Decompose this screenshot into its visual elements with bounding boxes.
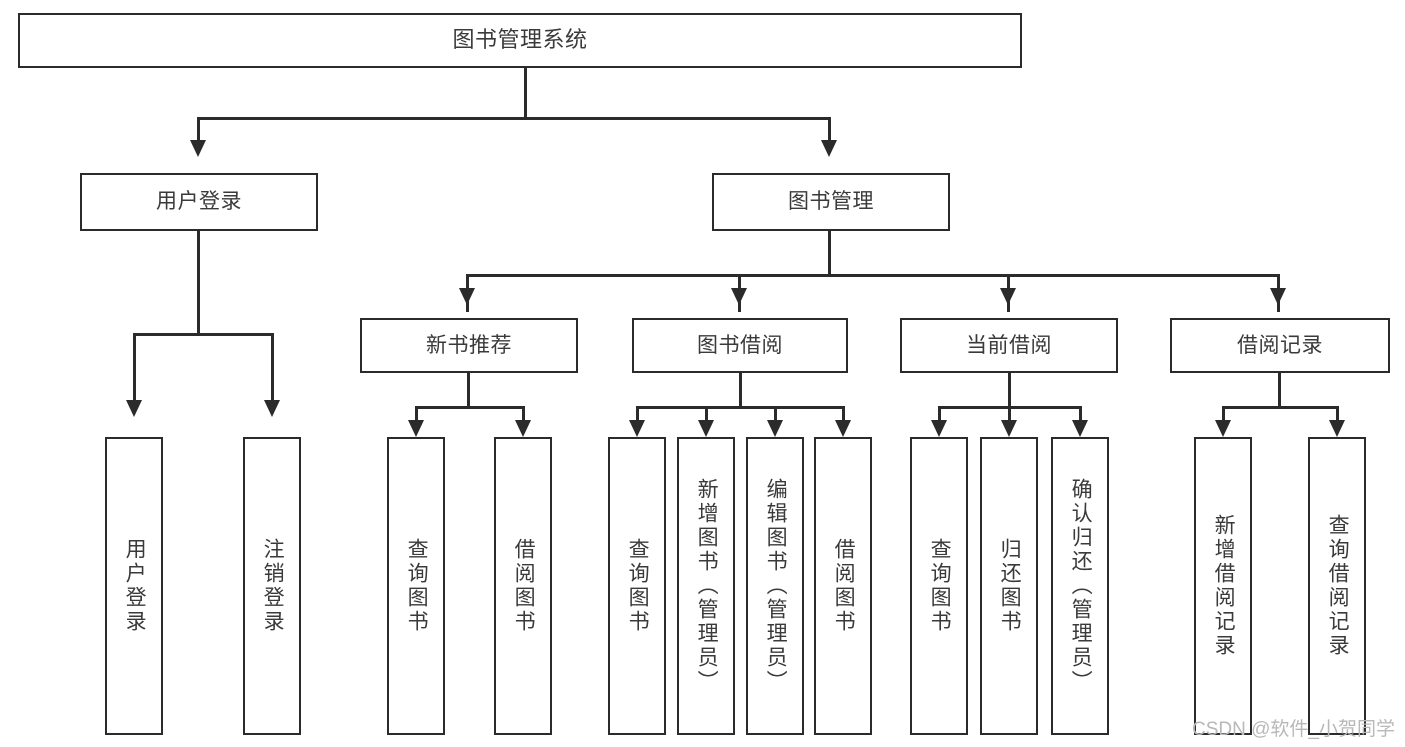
node-label: 新增借阅记录 bbox=[1212, 514, 1236, 658]
edge-borrow-record-distributor bbox=[1222, 406, 1339, 409]
edge-book-borrow-to-leaf-1 bbox=[636, 406, 639, 426]
edge-root-to-user-login bbox=[197, 117, 200, 145]
leaf-edit-book-admin[interactable]: 编辑图书（管理员） bbox=[746, 437, 804, 735]
arrow-new-book-leaf-2 bbox=[515, 420, 531, 437]
edge-root-distributor bbox=[197, 117, 831, 120]
arrow-current-borrow-leaf-1 bbox=[931, 420, 947, 437]
edge-root-to-book-manage bbox=[828, 117, 831, 145]
arrow-to-current-borrow bbox=[1000, 288, 1016, 305]
arrow-to-user-login bbox=[190, 140, 206, 157]
edge-new-book-to-leaf-1 bbox=[415, 406, 418, 426]
node-label: 借阅记录 bbox=[1237, 333, 1323, 357]
arrow-to-book-borrow bbox=[731, 288, 747, 305]
leaf-borrow-book[interactable]: 借阅图书 bbox=[814, 437, 872, 735]
arrow-current-borrow-leaf-2 bbox=[1001, 420, 1017, 437]
arrow-to-book-manage bbox=[821, 140, 837, 157]
arrow-to-borrow-record bbox=[1270, 288, 1286, 305]
leaf-user-login[interactable]: 用户登录 bbox=[105, 437, 163, 735]
node-label: 新增图书（管理员） bbox=[695, 478, 719, 694]
edge-current-borrow-to-leaf-1 bbox=[938, 406, 941, 426]
node-user-login[interactable]: 用户登录 bbox=[80, 173, 318, 231]
edge-book-borrow-stem bbox=[739, 373, 742, 409]
node-borrow-record[interactable]: 借阅记录 bbox=[1170, 318, 1390, 373]
node-label: 用户登录 bbox=[123, 538, 147, 634]
edge-book-borrow-to-leaf-4 bbox=[842, 406, 845, 426]
edge-new-book-distributor bbox=[415, 406, 525, 409]
arrow-current-borrow-leaf-3 bbox=[1072, 420, 1088, 437]
node-label: 图书管理系统 bbox=[452, 27, 588, 53]
arrow-borrow-record-leaf-1 bbox=[1215, 420, 1231, 437]
edge-user-login-to-leaf-2 bbox=[271, 333, 274, 403]
leaf-logout[interactable]: 注销登录 bbox=[243, 437, 301, 735]
node-label: 用户登录 bbox=[156, 190, 242, 214]
leaf-query-book-borrow[interactable]: 查询图书 bbox=[608, 437, 666, 735]
csdn-watermark: CSDN @软件_小贺同学 bbox=[1192, 719, 1395, 740]
arrow-new-book-leaf-1 bbox=[408, 420, 424, 437]
leaf-query-book-recommend[interactable]: 查询图书 bbox=[387, 437, 445, 735]
edge-book-manage-distributor bbox=[466, 274, 1280, 277]
edge-current-borrow-to-leaf-3 bbox=[1079, 406, 1082, 426]
edge-borrow-record-to-leaf-1 bbox=[1222, 406, 1225, 426]
arrow-book-borrow-leaf-2 bbox=[698, 420, 714, 437]
node-label: 图书借阅 bbox=[697, 333, 783, 357]
arrow-to-leaf-user-login bbox=[126, 400, 142, 417]
arrow-to-leaf-logout bbox=[264, 400, 280, 417]
arrow-borrow-record-leaf-2 bbox=[1329, 420, 1345, 437]
node-new-book-recommend[interactable]: 新书推荐 bbox=[360, 318, 578, 373]
edge-user-login-stem bbox=[197, 231, 200, 335]
edge-current-borrow-stem bbox=[1008, 373, 1011, 409]
leaf-borrow-book-recommend[interactable]: 借阅图书 bbox=[494, 437, 552, 735]
node-label: 归还图书 bbox=[998, 538, 1022, 634]
arrow-book-borrow-leaf-4 bbox=[835, 420, 851, 437]
edge-current-borrow-to-leaf-2 bbox=[1008, 406, 1011, 426]
node-label: 编辑图书（管理员） bbox=[764, 478, 788, 694]
leaf-return-book[interactable]: 归还图书 bbox=[980, 437, 1038, 735]
node-label: 图书管理 bbox=[788, 190, 874, 214]
edge-book-borrow-to-leaf-3 bbox=[774, 406, 777, 426]
leaf-add-book-admin[interactable]: 新增图书（管理员） bbox=[677, 437, 735, 735]
edge-book-manage-stem bbox=[828, 231, 831, 276]
edge-user-login-to-leaf-1 bbox=[133, 333, 136, 403]
edge-book-borrow-to-leaf-2 bbox=[705, 406, 708, 426]
leaf-confirm-return-admin[interactable]: 确认归还（管理员） bbox=[1051, 437, 1109, 735]
node-book-management[interactable]: 图书管理 bbox=[712, 173, 950, 231]
leaf-query-book-current[interactable]: 查询图书 bbox=[910, 437, 968, 735]
node-current-borrow[interactable]: 当前借阅 bbox=[900, 318, 1118, 373]
arrow-to-new-book-recommend bbox=[459, 288, 475, 305]
edge-book-borrow-distributor bbox=[636, 406, 845, 409]
node-root-system[interactable]: 图书管理系统 bbox=[18, 13, 1022, 68]
node-label: 当前借阅 bbox=[966, 333, 1052, 357]
node-label: 查询图书 bbox=[405, 538, 429, 634]
node-label: 查询图书 bbox=[928, 538, 952, 634]
node-label: 确认归还（管理员） bbox=[1069, 478, 1093, 694]
node-label: 查询借阅记录 bbox=[1326, 514, 1350, 658]
node-label: 借阅图书 bbox=[512, 538, 536, 634]
leaf-add-borrow-record[interactable]: 新增借阅记录 bbox=[1194, 437, 1252, 735]
edge-root-stem bbox=[524, 68, 527, 117]
edge-new-book-stem bbox=[467, 373, 470, 409]
edge-borrow-record-to-leaf-2 bbox=[1336, 406, 1339, 426]
node-book-borrow[interactable]: 图书借阅 bbox=[632, 318, 848, 373]
edge-borrow-record-stem bbox=[1278, 373, 1281, 409]
node-label: 借阅图书 bbox=[832, 538, 856, 634]
leaf-query-borrow-record[interactable]: 查询借阅记录 bbox=[1308, 437, 1366, 735]
arrow-book-borrow-leaf-1 bbox=[629, 420, 645, 437]
node-label: 注销登录 bbox=[261, 538, 285, 634]
node-label: 新书推荐 bbox=[426, 333, 512, 357]
edge-new-book-to-leaf-2 bbox=[522, 406, 525, 426]
node-label: 查询图书 bbox=[626, 538, 650, 634]
edge-user-login-distributor bbox=[133, 333, 274, 336]
arrow-book-borrow-leaf-3 bbox=[767, 420, 783, 437]
